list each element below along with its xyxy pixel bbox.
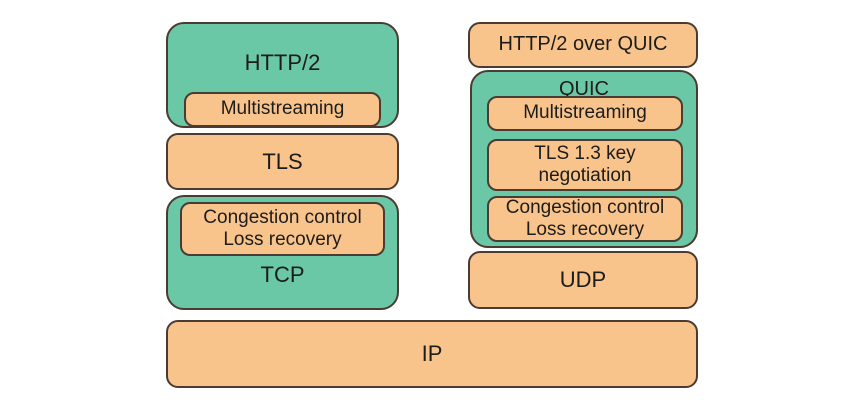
quic-multistreaming-box[interactable]: Multistreaming: [487, 96, 683, 131]
tcp-congestion-control-box[interactable]: Congestion control Loss recovery: [180, 202, 385, 256]
ip-layer-box[interactable]: IP: [166, 320, 698, 388]
quic-tls13-key-negotiation-box[interactable]: TLS 1.3 key negotiation: [487, 139, 683, 191]
quic-congestion-control-box[interactable]: Congestion control Loss recovery: [487, 196, 683, 242]
udp-layer-box[interactable]: UDP: [468, 251, 698, 309]
http2-layer-label: HTTP/2: [244, 50, 321, 75]
tcp-layer-label: TCP: [260, 262, 305, 288]
http2-over-quic-box[interactable]: HTTP/2 over QUIC: [468, 22, 698, 68]
http2-multistreaming-box[interactable]: Multistreaming: [184, 92, 381, 127]
tls-layer-box[interactable]: TLS: [166, 133, 399, 190]
